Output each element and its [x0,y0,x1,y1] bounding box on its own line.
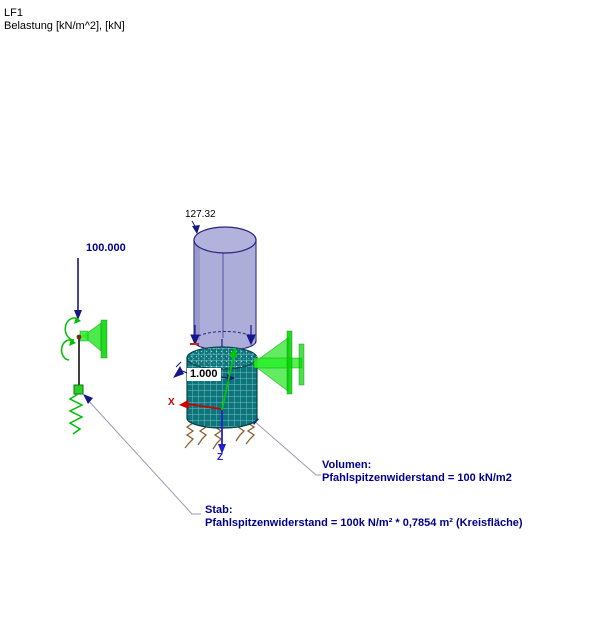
load-volume-cylinder[interactable] [193,226,257,352]
point-load-value-label: 100.000 [86,242,126,254]
load-description: Belastung [kN/m^2], [kN] [4,20,125,32]
coordinate-axes [179,347,237,454]
member-bottom-support[interactable] [68,384,84,435]
leader-line-member-annotation[interactable] [83,394,201,515]
cylinder-left-shade [195,242,200,340]
diameter-dimension-label: 1.000 [187,368,221,381]
load-case-title: LF1 [4,7,23,19]
member-stab[interactable] [76,334,82,389]
cylinder-top-face [193,226,257,254]
leader-arrowhead [83,394,93,404]
axis-y-arrow [221,353,235,411]
surface-load-value-label: 127.32 [185,209,216,220]
member-annotation[interactable]: Stab: Pfahlspitzenwiderstand = 100k N/m²… [205,504,523,530]
cylinder-bottom-edge-dashed [193,331,257,351]
point-load-arrow[interactable] [74,258,82,320]
surface-load-pointer-arrow [191,220,200,234]
member-top-node[interactable] [76,334,82,340]
nodal-rotation-arrows[interactable] [60,317,81,361]
member-annotation-body: Pfahlspitzenwiderstand = 100k N/m² * 0,7… [205,517,523,529]
axis-z-label: Z [217,452,224,463]
volume-annotation[interactable]: Volumen: Pfahlspitzenwiderstand = 100 kN… [322,459,512,485]
volume-annotation-body: Pfahlspitzenwiderstand = 100 kN/m2 [322,472,512,484]
member-annotation-title: Stab: [205,504,233,516]
volume-annotation-title: Volumen: [322,459,372,471]
member-bottom-spring [68,393,84,435]
member-load-cone-green[interactable] [79,319,108,359]
axis-x-label: X [168,397,175,408]
axis-x-arrow [187,403,222,410]
surface-load-cone-green[interactable] [251,330,305,395]
mesh-top-speckles [187,347,257,369]
leader-line-volume-annotation[interactable] [249,415,321,476]
